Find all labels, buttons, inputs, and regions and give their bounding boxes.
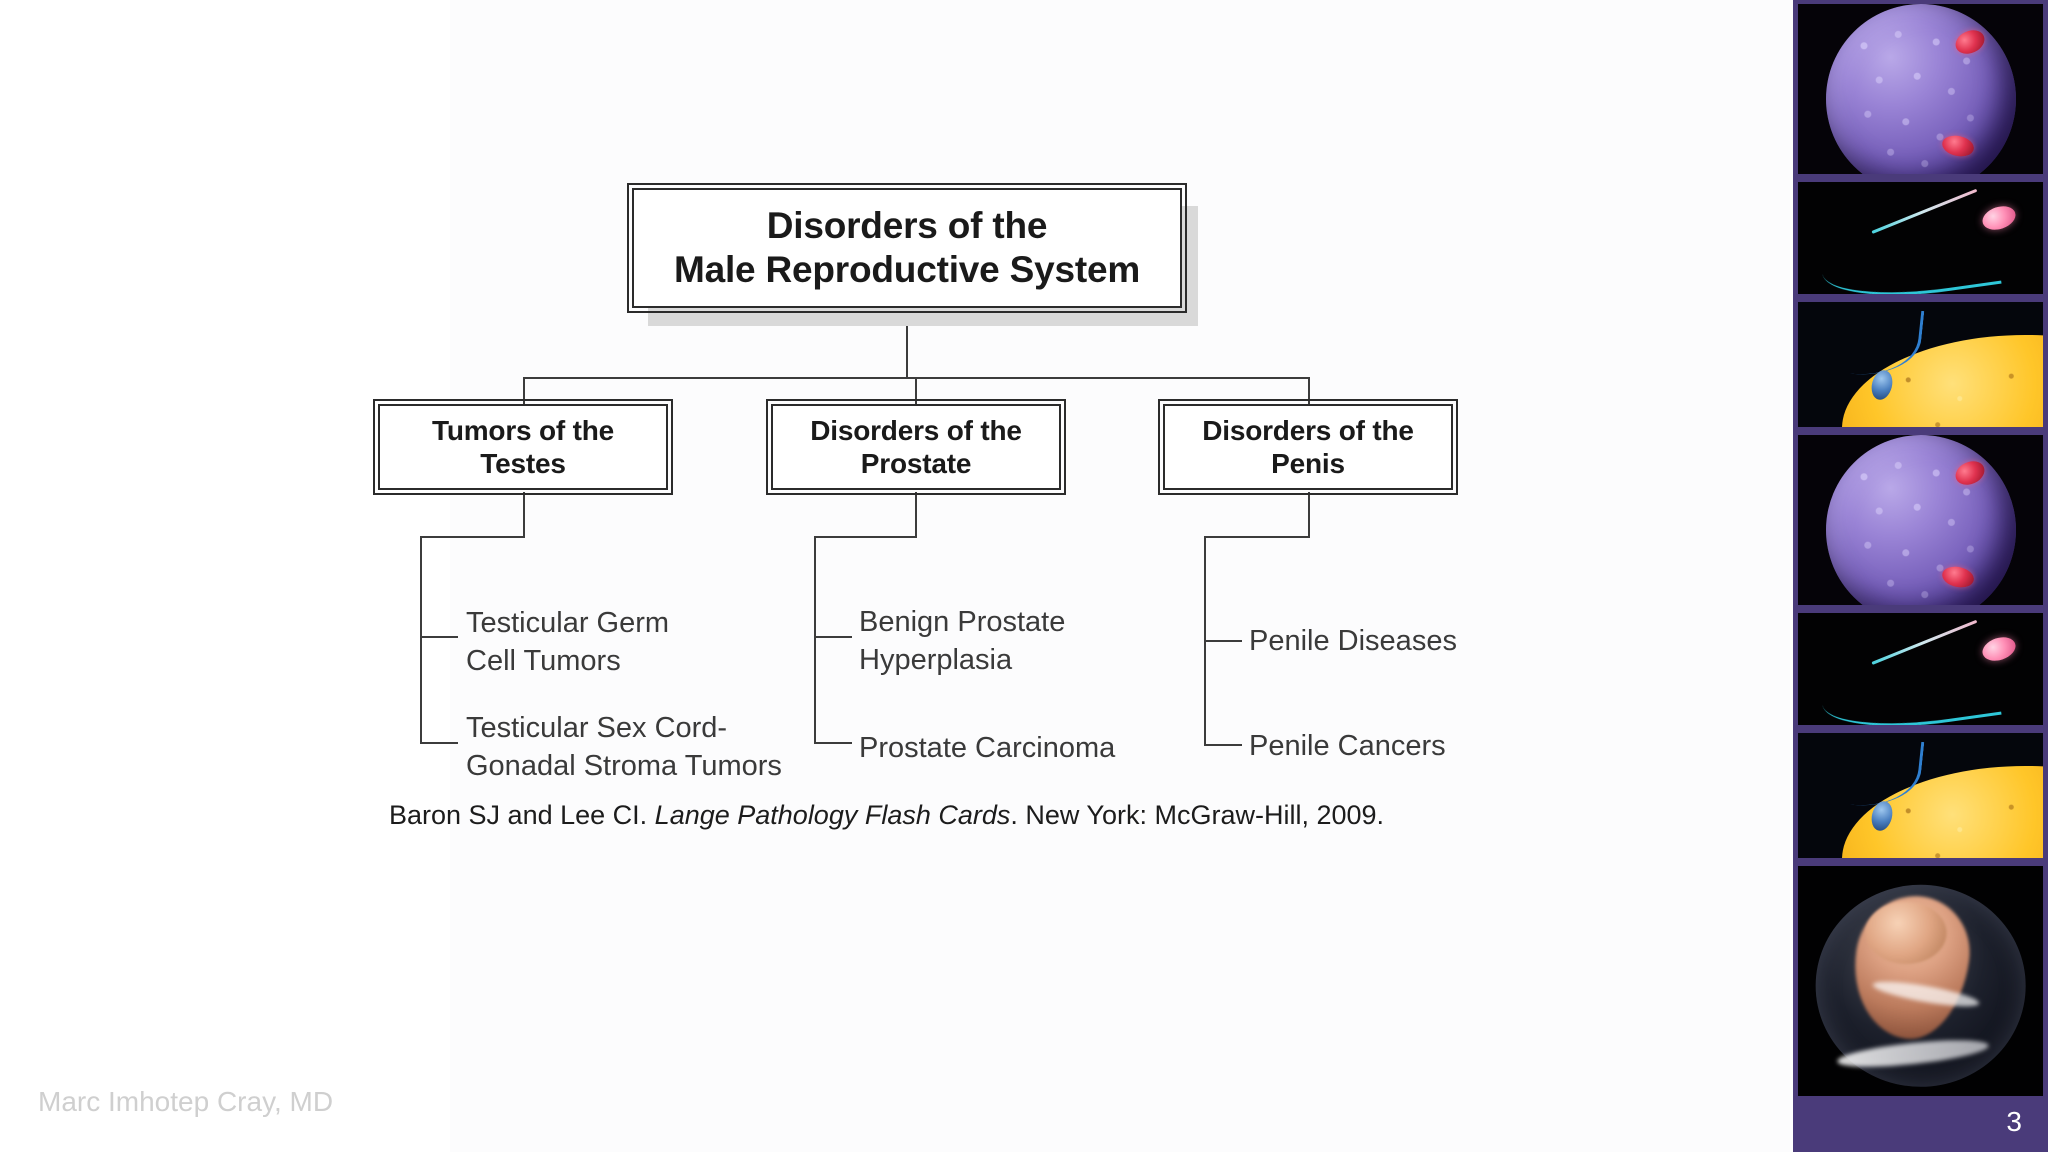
- connector-testes-stem: [523, 492, 525, 537]
- connector-bus-drop-testes: [523, 377, 525, 406]
- leaf-testicular-germ-cell-tumors: Testicular Germ Cell Tumors: [466, 607, 670, 677]
- strip-image-sperm-ovum-1: [1798, 302, 2043, 427]
- strip-image-sperm-ovum-2: [1798, 733, 2043, 858]
- strip-image-ovum-2: [1798, 435, 2043, 605]
- connector-bus-drop-penis: [1308, 377, 1310, 406]
- connector-prostate-stem: [915, 492, 917, 537]
- image-strip: [1793, 0, 2048, 1152]
- connector-prostate-elbow: [814, 536, 917, 538]
- branch-node-testes: Tumors of the Testes: [373, 399, 673, 495]
- root-node: Disorders of the Male Reproductive Syste…: [627, 183, 1187, 313]
- leaf-benign-prostate-hyperplasia: Benign Prostate Hyperplasia: [859, 606, 1066, 676]
- connector-penis-elbow: [1204, 536, 1310, 538]
- citation-authors: Baron SJ and Lee CI.: [389, 800, 655, 830]
- branch-node-prostate-line1: Disorders of the: [810, 414, 1022, 446]
- leaf-testicular-sex-cord-gonadal-stroma-tumors: Testicular Sex Cord- Gonadal Stroma Tumo…: [466, 712, 782, 782]
- leaf-prostate-carcinoma: Prostate Carcinoma: [859, 732, 1116, 764]
- root-node-line1: Disorders of the: [766, 205, 1048, 247]
- source-citation: Baron SJ and Lee CI. Lange Pathology Fla…: [389, 800, 1384, 831]
- connector-testes-rail: [420, 536, 422, 744]
- connector-testes-leaf-2: [420, 742, 458, 744]
- connector-bus-drop-prostate: [915, 377, 917, 406]
- connector-root-stem: [906, 314, 908, 378]
- strip-image-embryo: [1798, 866, 2043, 1096]
- org-chart-diagram: Disorders of the Male Reproductive Syste…: [373, 183, 1458, 782]
- branch-node-prostate-line2: Prostate: [860, 448, 972, 479]
- connector-testes-leaf-1: [420, 636, 458, 638]
- page-number: 3: [2006, 1106, 2022, 1137]
- leaf-penile-cancers: Penile Cancers: [1249, 730, 1446, 762]
- branch-node-penis: Disorders of the Penis: [1158, 399, 1458, 495]
- branch-node-testes-line2: Testes: [480, 448, 566, 479]
- connector-penis-leaf-1: [1204, 640, 1242, 642]
- leaf-penile-diseases: Penile Diseases: [1249, 625, 1457, 657]
- branch-node-penis-line2: Penis: [1271, 448, 1345, 479]
- connector-prostate-leaf-2: [814, 742, 852, 744]
- branch-node-testes-line1: Tumors of the: [432, 414, 614, 446]
- connector-prostate-rail: [814, 536, 816, 744]
- connector-testes-elbow: [420, 536, 525, 538]
- branch-node-prostate: Disorders of the Prostate: [766, 399, 1066, 495]
- connector-prostate-leaf-1: [814, 636, 852, 638]
- strip-image-ovum-1: [1798, 4, 2043, 174]
- strip-image-sperm-2: [1798, 613, 2043, 725]
- branch-node-penis-line1: Disorders of the: [1202, 414, 1414, 446]
- strip-image-sperm-1: [1798, 182, 2043, 294]
- citation-title: Lange Pathology Flash Cards: [654, 800, 1011, 830]
- connector-penis-leaf-2: [1204, 744, 1242, 746]
- connector-penis-stem: [1308, 492, 1310, 537]
- footer-author: Marc Imhotep Cray, MD: [38, 1086, 334, 1117]
- root-node-line2: Male Reproductive System: [673, 249, 1141, 290]
- citation-publication: . New York: McGraw-Hill, 2009.: [1010, 800, 1385, 830]
